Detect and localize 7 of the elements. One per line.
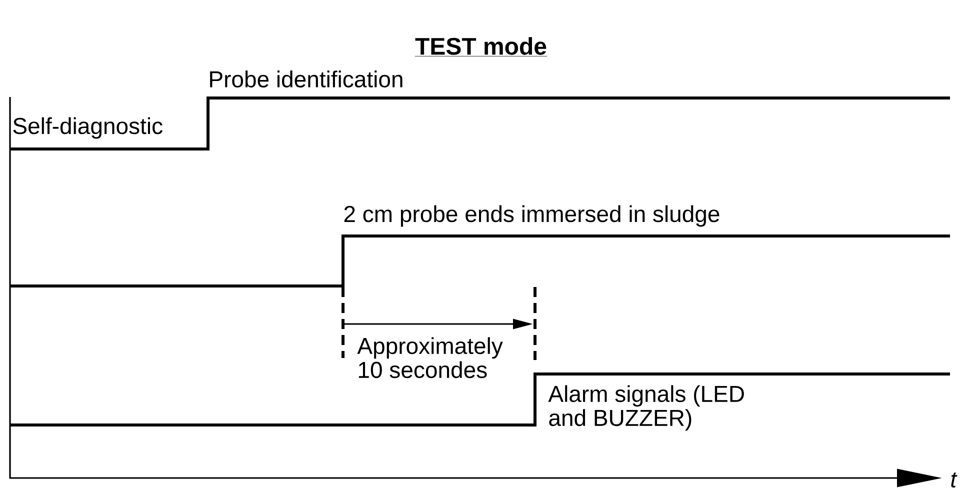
axis-label: t xyxy=(951,472,958,488)
signal-label: Probe identification xyxy=(210,70,402,88)
title: TEST mode xyxy=(414,37,548,56)
dimension-label: Approximately 10 secondes xyxy=(357,337,503,378)
signal-label: Alarm signals (LED and BUZZER) xyxy=(548,385,744,431)
signal-label: 2 cm probe ends immersed in sludge xyxy=(344,205,720,227)
signal-label: Self-diagnostic xyxy=(13,117,162,139)
